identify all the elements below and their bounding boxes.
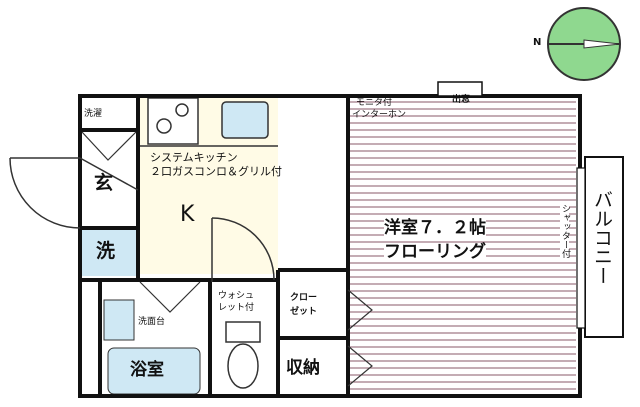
shutter-label: シャッター付 xyxy=(560,204,570,258)
bay-window xyxy=(437,81,483,97)
toilet-door xyxy=(211,217,275,282)
kitchen-label: K xyxy=(180,202,195,227)
western-room-label: 洋室７．２帖 xyxy=(384,218,486,238)
compass-north-label: N xyxy=(533,37,542,48)
flooring-lines xyxy=(350,101,576,390)
bath-label: 浴室 xyxy=(130,360,164,380)
genkan-label: 玄 xyxy=(94,172,114,194)
gas-stove xyxy=(147,97,199,145)
toilet-tank xyxy=(225,321,261,343)
intercom-label-line1: モニタ付 xyxy=(356,98,393,108)
kitchen-desc-line1: システムキッチン xyxy=(150,151,238,164)
kitchen-sink xyxy=(221,101,269,139)
entrance-door xyxy=(9,157,139,229)
balcony-area xyxy=(584,156,624,338)
closet-label-line1: クロー xyxy=(290,293,318,303)
kitchen-desc-line2: ２口ガスコンロ＆グリル付 xyxy=(150,165,282,178)
closet-label-line2: ゼット xyxy=(290,307,318,317)
toilet-label-line1: ウォシュ xyxy=(218,291,255,301)
washstand-sink xyxy=(103,299,135,341)
washing-machine-label: 洗濯 xyxy=(84,109,103,119)
toilet-bowl xyxy=(227,343,259,389)
compass-icon xyxy=(547,7,621,81)
toilet-label-line2: レット付 xyxy=(218,303,255,313)
washstand-label: 洗面台 xyxy=(138,317,166,327)
flooring-label: フローリング xyxy=(384,242,486,262)
sen-label: 洗 xyxy=(96,240,116,262)
window-label: 出窓 xyxy=(452,95,471,105)
intercom-label-line2: インターホン xyxy=(352,110,407,120)
sen-area xyxy=(80,228,136,276)
storage-label: 収納 xyxy=(286,358,320,378)
hall-floor xyxy=(278,96,348,286)
balcony-label: バルコニー xyxy=(591,190,613,285)
